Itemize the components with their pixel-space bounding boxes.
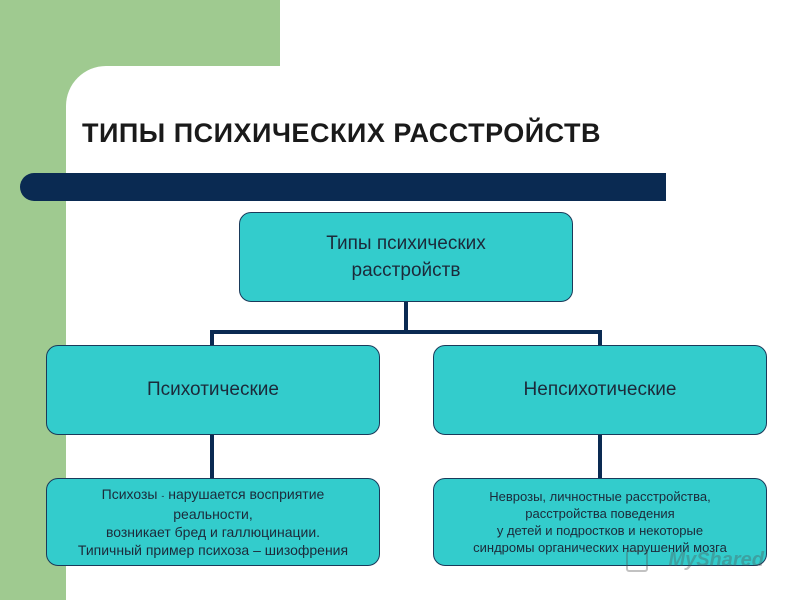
detail-line2: реальности, (173, 506, 253, 522)
connector-root-down (404, 302, 408, 332)
node-non-psychotic: Непсихотические (433, 345, 767, 435)
detail-right-line2: расстройства поведения (525, 506, 675, 521)
detail-line3: возникает бред и галлюцинации. (105, 524, 321, 540)
node-non-psychotic-detail: Неврозы, личностные расстройства, расстр… (433, 478, 767, 566)
node-root: Типы психических расстройств (239, 212, 573, 302)
watermark-text: MyShared (668, 549, 764, 571)
detail-right-line4: синдромы органических нарушений мозга (473, 540, 727, 555)
node-root-line1: Типы психических (326, 233, 486, 254)
connector-horizontal (210, 330, 602, 334)
node-root-line2: расстройств (351, 260, 461, 281)
detail-lead: Психозы (101, 486, 158, 502)
watermark-icon (626, 550, 648, 572)
detail-right-line1: Неврозы, личностные расстройства, (489, 489, 711, 504)
title-underline-bar (20, 173, 666, 201)
detail-right-line3: у детей и подростков и некоторые (496, 523, 704, 538)
page-title: ТИПЫ ПСИХИЧЕСКИХ РАССТРОЙСТВ (82, 118, 601, 148)
connector-to-right (598, 330, 602, 345)
detail-line4: Типичный пример психоза – шизофрения (77, 542, 349, 558)
connector-to-left (210, 330, 214, 345)
node-psychotic-detail: Психозы - нарушается восприятие реальнос… (46, 478, 380, 566)
node-psychotic: Психотические (46, 345, 380, 435)
detail-dash: - (161, 491, 165, 501)
node-psychotic-label: Психотические (147, 379, 279, 400)
detail-line1-rest: нарушается восприятие (168, 486, 325, 502)
connector-left-down (210, 435, 214, 478)
node-non-psychotic-label: Непсихотические (523, 379, 677, 400)
connector-right-down (598, 435, 602, 478)
